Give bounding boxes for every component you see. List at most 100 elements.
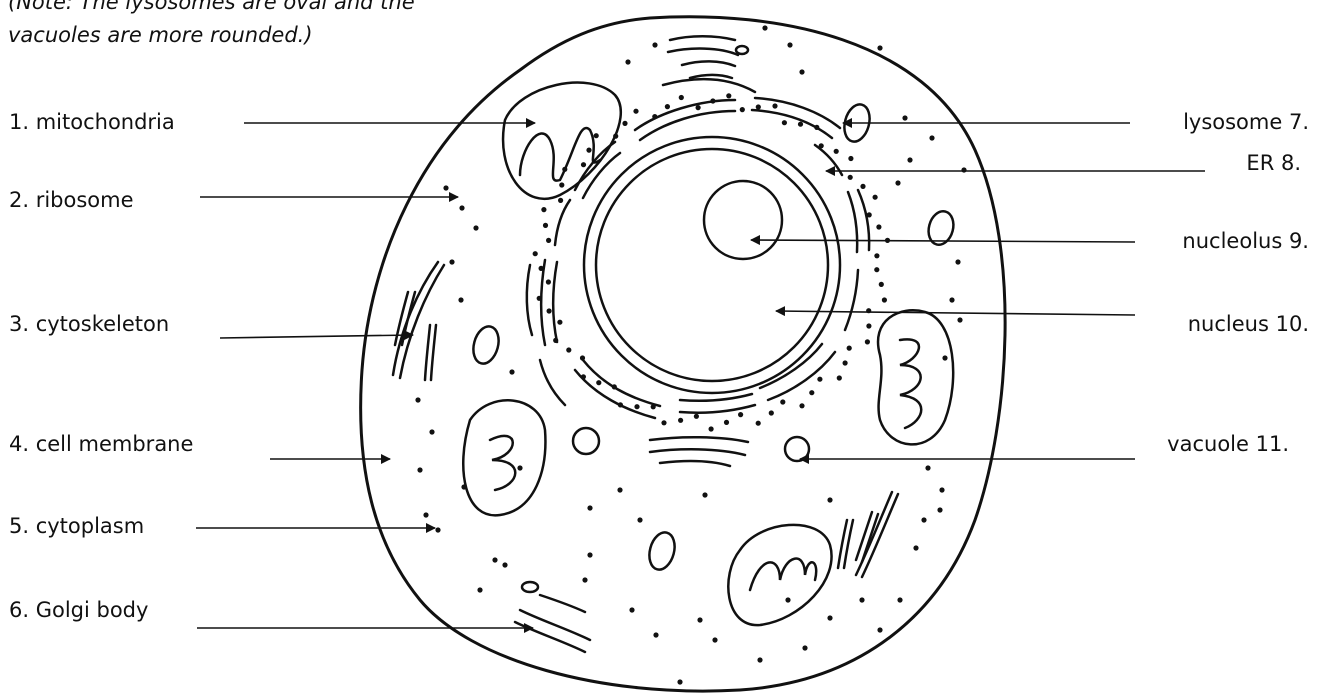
ribosome-dot [769, 410, 774, 415]
ribosome-dot [677, 679, 682, 684]
label-lysosome: lysosome 7. [1183, 110, 1309, 134]
ribosome-dot [913, 545, 918, 550]
ribosome-dot [837, 375, 842, 380]
ribosome-dot [939, 487, 944, 492]
ribosome-dot [566, 347, 571, 352]
ribosome-dot [594, 133, 599, 138]
ribosome-dot [876, 224, 881, 229]
ribosome-dot [942, 355, 947, 360]
ribosome-dot [679, 95, 684, 100]
ribosome-dot [848, 156, 853, 161]
ribosome-dot [617, 487, 622, 492]
ribosome-dot [581, 162, 586, 167]
ribosome-dot [866, 323, 871, 328]
label-cytoplasm: 5. cytoplasm [9, 514, 144, 538]
ribosome-dot [873, 195, 878, 200]
ribosome-dot [879, 282, 884, 287]
ribosome-dot [827, 497, 832, 502]
ribosome-dot [895, 180, 900, 185]
ribosome-dot [738, 412, 743, 417]
ribosome-dot [907, 157, 912, 162]
ribosome-dot [847, 346, 852, 351]
ribosome-dot [782, 120, 787, 125]
ribosome-dot [874, 267, 879, 272]
label-ribosome: 2. ribosome [9, 188, 134, 212]
ribosome-dot [502, 562, 507, 567]
ribosome-dot [694, 414, 699, 419]
ribosome-dot [473, 225, 478, 230]
ribosome-dot [546, 238, 551, 243]
ribosome-dot [957, 317, 962, 322]
ribosome-dot [697, 617, 702, 622]
ribosome-dot [955, 259, 960, 264]
ribosome-dot [696, 105, 701, 110]
ribosome-dot [848, 175, 853, 180]
ribosome-dots-in-cytoplasm [415, 25, 966, 684]
ribosome-dot [762, 25, 767, 30]
ribosome-dot [799, 403, 804, 408]
ribosome-dot [459, 205, 464, 210]
ribosome-dot [709, 426, 714, 431]
note-line-2: vacuoles are more rounded.) [8, 19, 415, 52]
ribosome-dot [726, 93, 731, 98]
label-nucleolus: nucleolus 9. [1182, 229, 1309, 253]
ribosome-dot [443, 185, 448, 190]
ribosome-dot [865, 339, 870, 344]
leader-nucleolus [751, 240, 1135, 242]
ribosome-dot [417, 467, 422, 472]
ribosome-dot [961, 167, 966, 172]
note-line-1: (Note: The lysosomes are oval and the [8, 0, 415, 19]
ribosome-dot [543, 223, 548, 228]
instruction-note: (Note: The lysosomes are oval and the va… [8, 0, 415, 52]
cytoskeleton-shapes [393, 262, 898, 577]
leader-cytoskeleton [220, 335, 413, 338]
nuclear-envelope-outer [584, 137, 840, 393]
ribosome-dot [622, 121, 627, 126]
ribosome-dot [860, 184, 865, 189]
ribosome-dot [949, 297, 954, 302]
label-vacuole: vacuole 11. [1167, 432, 1289, 456]
golgi-shapes [515, 36, 748, 652]
ribosome-dot [937, 507, 942, 512]
mitochondria-shapes [463, 83, 953, 626]
ribosome-dot [458, 297, 463, 302]
label-mitochondria: 1. mitochondria [9, 110, 175, 134]
ribosome-dot [596, 380, 601, 385]
ribosome-dot [882, 297, 887, 302]
label-cytoskeleton: 3. cytoskeleton [9, 312, 169, 336]
ribosome-dot [517, 465, 522, 470]
ribosome-dot [897, 597, 902, 602]
ribosome-dot [772, 103, 777, 108]
ribosome-dot [423, 512, 428, 517]
ribosome-dot [653, 632, 658, 637]
ribosome-dot [843, 360, 848, 365]
ribosome-dot [799, 69, 804, 74]
ribosome-dot [546, 279, 551, 284]
ribosome-dot [925, 465, 930, 470]
ribosome-dot [834, 149, 839, 154]
ribosome-dot [787, 42, 792, 47]
ribosome-dot [712, 637, 717, 642]
nuclear-envelope-inner [596, 149, 828, 381]
ribosome-dot [629, 607, 634, 612]
vacuole-shapes [573, 428, 809, 461]
ribosome-dot [678, 418, 683, 423]
ribosome-dot [634, 404, 639, 409]
label-nucleus: nucleus 10. [1188, 312, 1309, 336]
ribosome-dot [547, 308, 552, 313]
ribosome-dot [492, 557, 497, 562]
ribosome-dot [665, 104, 670, 109]
ribosome-dot [756, 421, 761, 426]
ribosome-dot [541, 207, 546, 212]
ribosome-dot [874, 253, 879, 258]
ribosome-dot [637, 517, 642, 522]
leader-lines [196, 123, 1205, 628]
ribosome-dot [509, 369, 514, 374]
endoplasmic-reticulum [527, 79, 869, 418]
ribosome-dot [702, 492, 707, 497]
ribosome-dot [461, 484, 466, 489]
ribosome-dot [587, 505, 592, 510]
ribosome-dot [533, 251, 538, 256]
ribosome-dot [724, 420, 729, 425]
